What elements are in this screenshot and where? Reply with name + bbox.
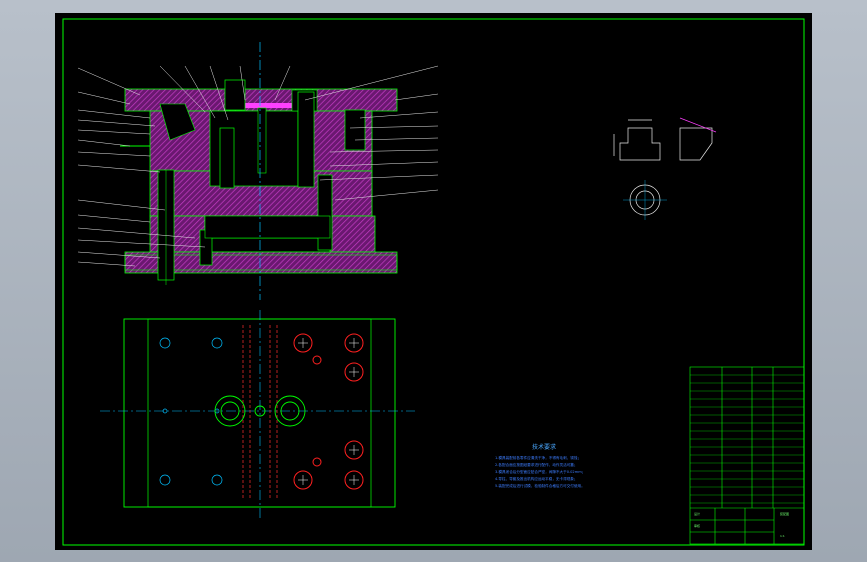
note-line: 3.模具闭合后分型面应贴合严密，间隙不大于0.02mm； — [495, 470, 586, 474]
assembly-section-view — [77, 42, 439, 300]
part-detail-views — [613, 117, 717, 220]
drawing-border — [62, 18, 805, 546]
title-block-designer: 设计 — [694, 512, 701, 516]
plan-view — [100, 310, 415, 520]
note-line: 5.装配完成后进行试模，检验制件合格后方可交付使用。 — [495, 484, 585, 488]
notes-title: 技术要求 — [532, 444, 557, 451]
note-line: 4.导柱、导套及推出机构应运动平稳，无卡滞现象； — [495, 477, 578, 481]
title-block-drawing: 装配图 — [780, 512, 790, 516]
title-block-rows — [690, 374, 804, 504]
title-block — [689, 366, 805, 545]
note-line: 2.各配合面应按图纸要求进行配作，动作灵活可靠； — [495, 463, 578, 467]
note-line: 1.模具装配前各零件应清洗干净，不得有毛刺、锈蚀； — [495, 456, 582, 460]
title-block-checker: 审核 — [694, 524, 701, 528]
title-block-scale: 1:1 — [780, 534, 785, 538]
